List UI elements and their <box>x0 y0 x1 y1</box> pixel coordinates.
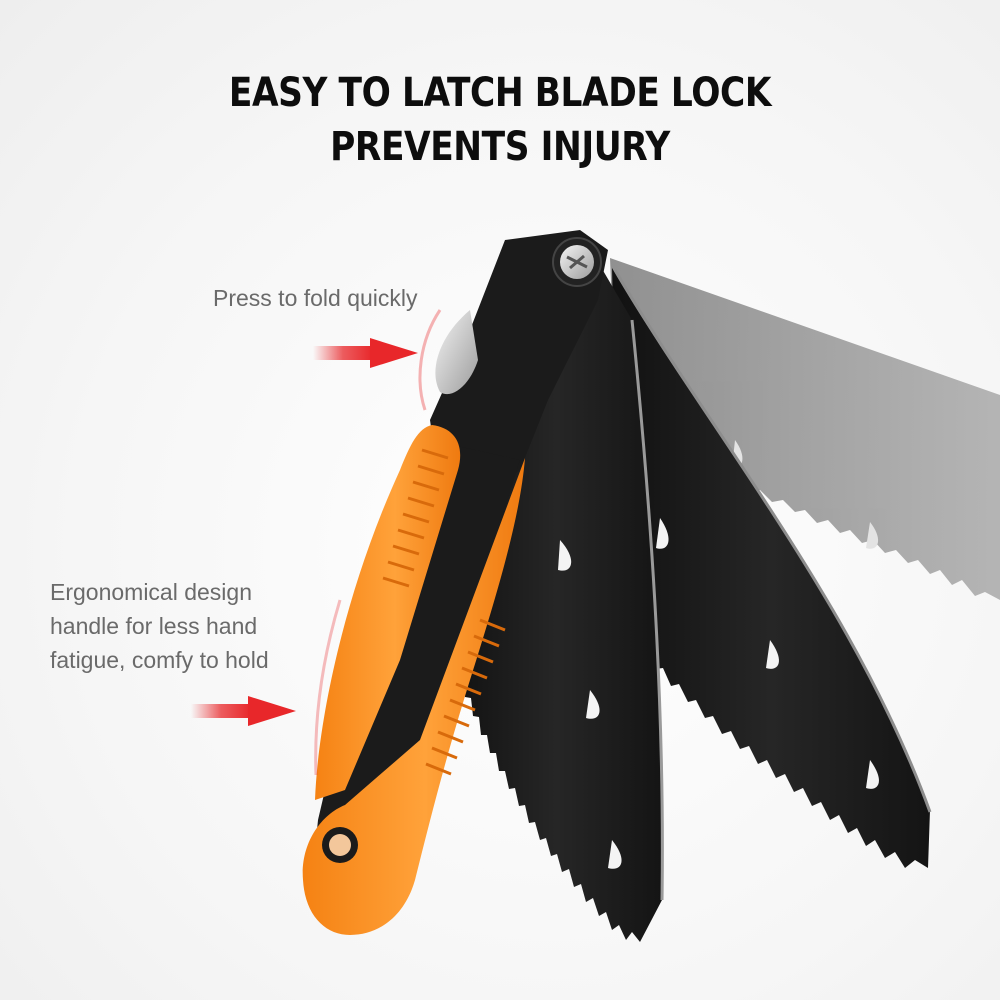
handle <box>302 230 608 935</box>
callout-press-to-fold: Press to fold quickly <box>213 285 418 311</box>
callout-ergonomic-line-2: handle for less hand <box>50 613 258 639</box>
headline: EASY TO LATCH BLADE LOCK PREVENTS INJURY <box>70 66 930 174</box>
blade-middle <box>612 268 932 868</box>
lock-button <box>435 310 478 395</box>
arrow-right-icon <box>191 696 296 726</box>
grip-ridges <box>382 448 506 776</box>
arrow-right-icon <box>313 338 418 368</box>
headline-line-1: EASY TO LATCH BLADE LOCK <box>228 70 772 116</box>
callout-ergonomic-handle: Ergonomical design handle for less hand … <box>50 575 269 677</box>
motion-arc <box>418 309 442 411</box>
headline-line-2: PREVENTS INJURY <box>330 124 670 170</box>
callout-ergonomic-line-3: fatigue, comfy to hold <box>50 647 269 673</box>
callout-ergonomic-line-1: Ergonomical design <box>50 579 253 605</box>
motion-arc <box>314 599 342 776</box>
